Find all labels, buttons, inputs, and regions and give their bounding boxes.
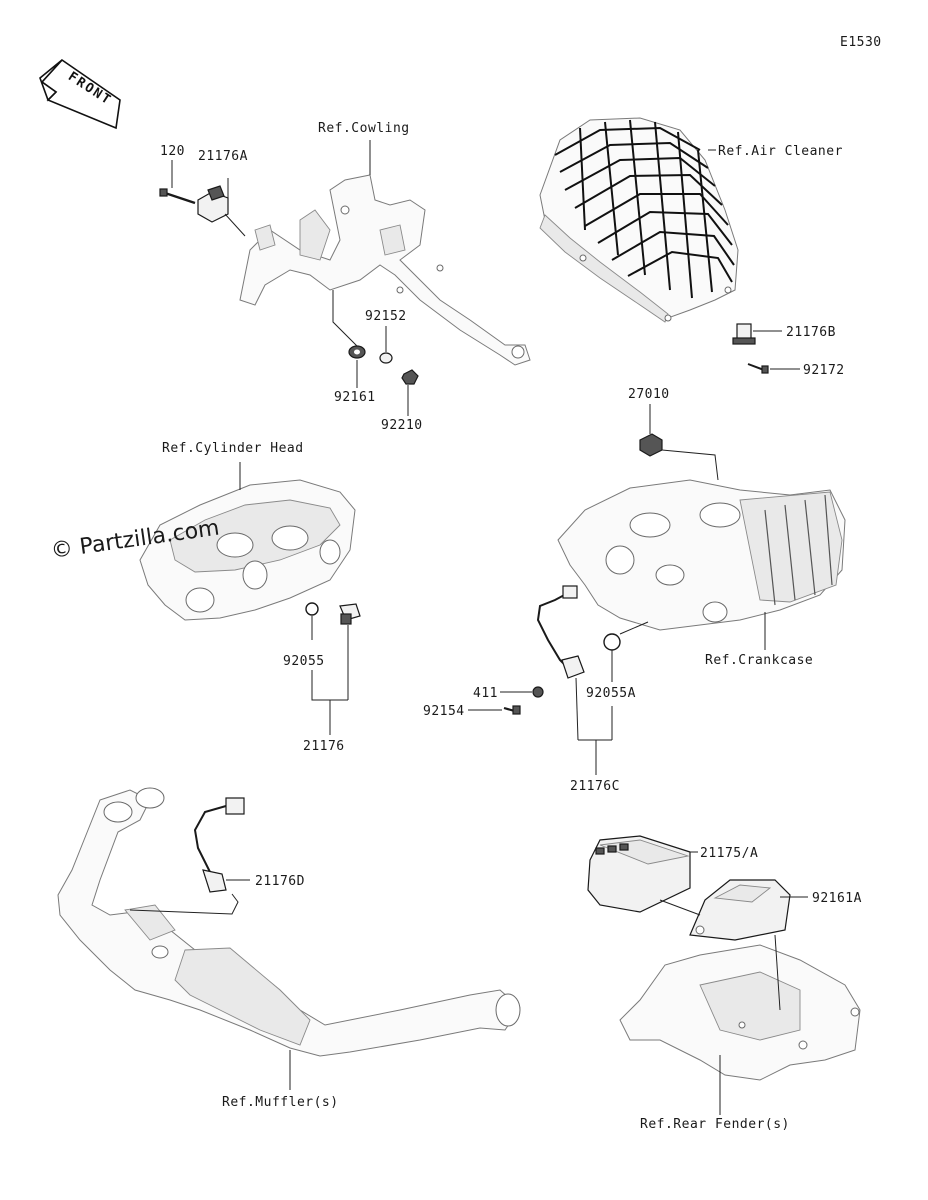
ecu-21175a[interactable] [587,835,691,913]
part-label-21176[interactable]: 21176 [303,739,345,754]
crankcase [557,479,846,631]
part-label-92210[interactable]: 92210 [381,418,423,433]
rear-fender [619,944,861,1081]
cylinder-head [139,479,356,621]
collar-92152[interactable] [379,352,393,364]
part-label-92154[interactable]: 92154 [423,704,465,719]
part-label-21176a[interactable]: 21176A [198,149,248,164]
ref-mufflers-label: Ref.Muffler(s) [222,1095,339,1110]
washer-92055[interactable] [305,602,319,616]
part-label-120[interactable]: 120 [160,144,185,159]
part-label-92152[interactable]: 92152 [365,309,407,324]
part-label-21176d[interactable]: 21176D [255,874,305,889]
ref-air-cleaner-label: Ref.Air Cleaner [718,144,843,159]
screw-92172[interactable] [747,363,769,374]
washer-92055a[interactable] [603,633,621,651]
bolt-120[interactable] [159,188,196,205]
part-label-21176b[interactable]: 21176B [786,325,836,340]
part-label-21175a[interactable]: 21175/A [700,846,758,861]
ref-cylinder-head-label: Ref.Cylinder Head [162,441,304,456]
part-label-92161a[interactable]: 92161A [812,891,862,906]
sensor-27010[interactable] [639,433,663,457]
front-arrow-icon: FRONT [39,58,121,130]
air-cleaner-housing [539,117,739,323]
ref-rear-fenders-label: Ref.Rear Fender(s) [640,1117,790,1132]
exhaust-pipe [57,787,521,1057]
part-label-92055a[interactable]: 92055A [586,686,636,701]
part-label-21176c[interactable]: 21176C [570,779,620,794]
nut-92210[interactable] [401,369,419,385]
part-label-92055[interactable]: 92055 [283,654,325,669]
part-label-27010[interactable]: 27010 [628,387,670,402]
ref-crankcase-label: Ref.Crankcase [705,653,813,668]
bolt-92154[interactable] [503,705,521,715]
grommet-92161[interactable] [348,345,366,359]
part-label-411[interactable]: 411 [473,686,498,701]
sensor-21176[interactable] [339,603,361,625]
oring-411[interactable] [532,686,544,698]
sensor-21176c[interactable] [536,585,585,679]
part-label-92172[interactable]: 92172 [803,363,845,378]
o2-sensor-21176d[interactable] [193,797,245,893]
cowling-bracket [239,174,531,366]
sensor-21176a[interactable] [197,185,229,223]
ref-cowling-label: Ref.Cowling [318,121,410,136]
bracket-92161a[interactable] [689,879,791,941]
part-label-92161[interactable]: 92161 [334,390,376,405]
diagram-code: E1530 [840,35,882,50]
sensor-21176b[interactable] [732,323,756,345]
